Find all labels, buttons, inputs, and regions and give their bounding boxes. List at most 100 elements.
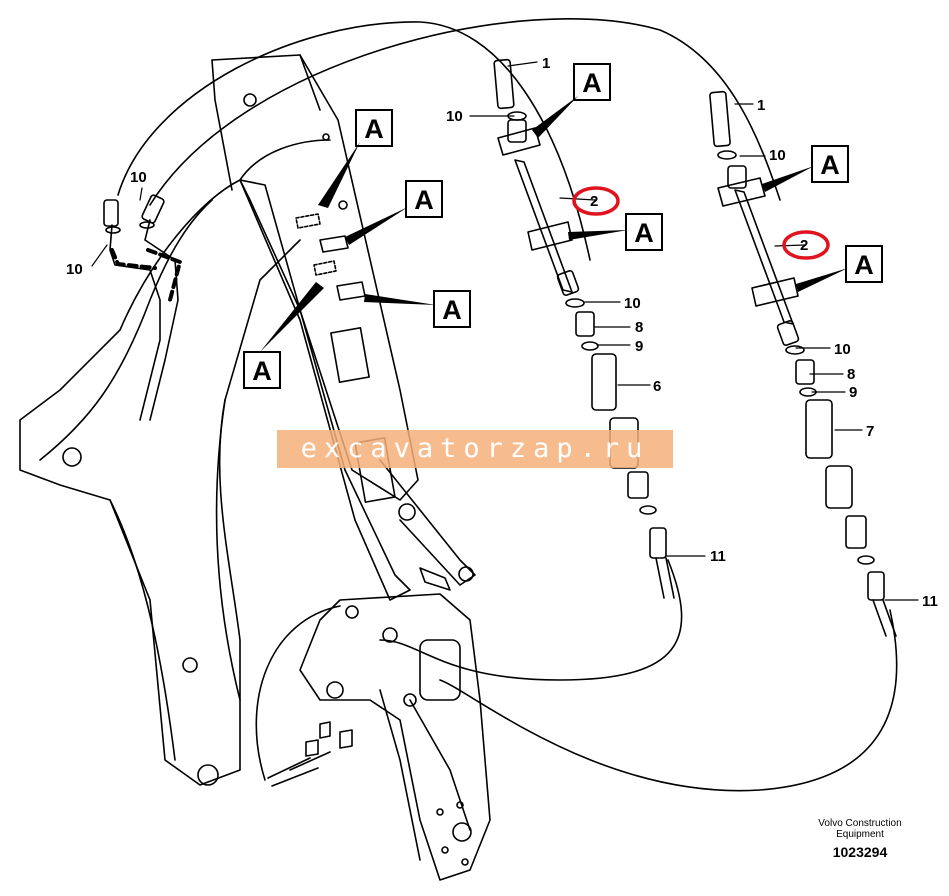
adapter-7-right	[805, 399, 833, 459]
label-seal-9-left: 9	[635, 338, 643, 355]
drawing-number: 1023294	[832, 844, 888, 860]
attach-pin-3	[326, 681, 344, 699]
hose-loop-lower-left	[379, 559, 683, 681]
boom-lower-arm	[109, 499, 176, 761]
label-tube-2-right: 2	[800, 237, 808, 254]
leader-lines	[91, 61, 919, 601]
credit-block: Volvo Construction Equipment 1023294	[800, 818, 920, 860]
highlight-circle-left	[572, 186, 620, 216]
label-hose-11-left: 11	[710, 548, 726, 565]
label-oring-10-f: 10	[130, 169, 147, 186]
label-tube-2-left: 2	[590, 193, 598, 210]
arrow-a-2	[345, 207, 408, 245]
adapter-6-left	[591, 353, 617, 411]
arrow-a-6	[568, 230, 628, 240]
tube-end-left	[556, 269, 580, 297]
oring-10-c	[565, 298, 585, 308]
hose-11-right-end	[867, 571, 885, 601]
clamp-a-4	[751, 277, 799, 307]
label-adapter-7: 7	[866, 423, 874, 440]
label-hose-11-right: 11	[922, 593, 938, 610]
clamp-ghost-2	[313, 260, 337, 276]
hose-loop-base	[255, 605, 341, 781]
tube-block-left	[507, 119, 527, 143]
label-hose-1-right: 1	[757, 97, 765, 114]
label-adapter-6: 6	[653, 378, 661, 395]
hose-11-left-end	[649, 527, 667, 559]
fitting-left-1	[103, 199, 119, 227]
boom-lower-arm-2	[215, 399, 241, 701]
attach-hole-4	[461, 858, 469, 866]
attachment-plate	[299, 593, 491, 881]
hose-stub	[267, 751, 331, 787]
oring-left-1	[105, 226, 121, 234]
boom-web	[239, 139, 331, 181]
watermark-band	[277, 430, 673, 468]
swivel-left	[627, 471, 649, 499]
boom-pin-top	[243, 93, 257, 107]
clamp-ghost-1	[295, 213, 321, 229]
boom-top-plate	[211, 54, 321, 191]
hose-left-1	[109, 224, 161, 421]
stick-link	[239, 179, 411, 601]
fitting-left-2	[141, 194, 165, 224]
detail-box-a-8	[845, 245, 883, 283]
hose-left-2-dashed	[146, 248, 182, 302]
attach-pin-4	[403, 693, 417, 707]
detail-box-a-2	[405, 180, 443, 218]
arrow-a-7	[762, 166, 814, 192]
detail-box-a-6	[625, 213, 663, 251]
boom-bolt-2	[322, 133, 330, 141]
attachment-inner	[379, 689, 471, 861]
seal-9-left	[581, 341, 599, 351]
clamp-a-2	[527, 221, 573, 251]
detail-a-text-6: A	[634, 218, 654, 248]
attachment-cylinder	[419, 639, 461, 701]
oring-left-2	[139, 221, 155, 229]
label-oring-10-e: 10	[66, 261, 83, 278]
arrow-a-5	[532, 96, 578, 138]
hose-1-right-end	[709, 90, 731, 148]
clamp-1	[319, 235, 349, 253]
label-oring-10-b: 10	[769, 147, 786, 164]
boom-pin-mid	[182, 657, 198, 673]
label-nipple-8-right: 8	[847, 366, 855, 383]
arrow-a-4	[260, 282, 324, 352]
detail-box-a-5	[573, 63, 611, 101]
tube-end-right	[776, 319, 800, 347]
detail-a-text-8: A	[854, 250, 874, 280]
label-hose-1-left: 1	[542, 55, 550, 72]
oring-10-b	[717, 150, 737, 160]
detail-a-text-4: A	[252, 356, 272, 386]
hose-loop-right	[149, 18, 781, 206]
attach-pin-1	[345, 605, 359, 619]
attach-pin-5	[452, 822, 472, 842]
label-oring-10-d: 10	[834, 341, 851, 358]
label-nipple-8-left: 8	[635, 319, 643, 336]
detail-box-a-4	[243, 351, 281, 389]
seal-9-right	[799, 387, 817, 397]
hose-11-right	[872, 599, 897, 637]
boom-pin-foot	[197, 764, 219, 786]
swivel-right	[845, 515, 867, 549]
attach-hole-2	[456, 801, 464, 809]
detail-box-a-1	[355, 109, 393, 147]
attach-pin-2	[382, 627, 398, 643]
clamp-2	[336, 281, 366, 301]
detail-a-text-2: A	[414, 185, 434, 215]
nipple-8-left	[575, 311, 595, 337]
credit-line-2: Equipment	[836, 829, 884, 840]
boom-inner-left	[39, 199, 213, 461]
stick-link-2	[379, 459, 476, 586]
attach-hole-1	[436, 808, 444, 816]
tube-block-right	[727, 165, 747, 189]
detail-box-a-7	[811, 145, 849, 183]
mount-plate-1	[330, 326, 370, 384]
boom-pin-left	[62, 447, 82, 467]
hose-loop-upper	[117, 21, 591, 261]
adapter-7-right-lower	[825, 465, 853, 509]
label-oring-10-c: 10	[624, 295, 641, 312]
detail-a-text-7: A	[820, 150, 840, 180]
hose-11-left	[655, 557, 675, 599]
